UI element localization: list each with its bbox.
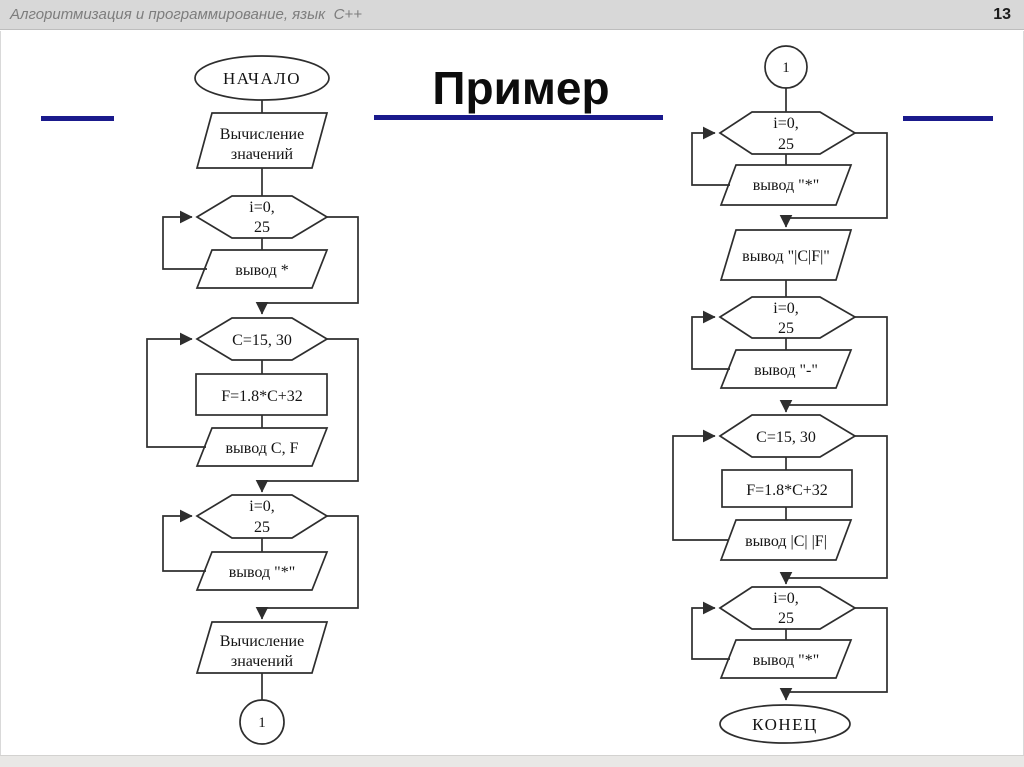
decorative-line-left xyxy=(41,116,114,121)
page-number: 13 xyxy=(993,5,1011,23)
r-loop3-label: C=15, 30 xyxy=(756,429,816,446)
r-io-output-table-header xyxy=(719,229,853,281)
r-loop4-label-line2: 25 xyxy=(778,610,794,627)
loop3-label-line2: 25 xyxy=(254,519,270,536)
r-output5-label: вывод "*" xyxy=(753,652,820,669)
loop2-label: C=15, 30 xyxy=(232,332,292,349)
loop2-exit-edge xyxy=(255,338,359,493)
r-loop3-back-edge xyxy=(672,429,728,541)
calc-top-line1: Вычисление xyxy=(220,126,304,143)
r-loop2-label-line2: 25 xyxy=(778,320,794,337)
r-output2-label: вывод "|C|F|" xyxy=(742,248,830,265)
output1-label: вывод * xyxy=(235,262,288,279)
io-calc-values-top xyxy=(195,112,329,169)
r-loop1-label-line2: 25 xyxy=(778,136,794,153)
io-calc-values-bottom xyxy=(195,621,329,674)
r-io-output-cf xyxy=(719,519,853,561)
decorative-line-right xyxy=(903,116,993,121)
process-formula-rect xyxy=(195,373,328,416)
r-output1-label: вывод "*" xyxy=(753,177,820,194)
r-loop4-back-edge xyxy=(691,601,730,660)
process-formula-label: F=1.8*C+32 xyxy=(221,388,303,405)
output2-label: вывод C, F xyxy=(226,440,299,457)
flowchart-left: НАЧАЛО Вычисление значений i=0, 25 вывод… xyxy=(146,55,359,745)
r-loop3-exit-edge xyxy=(779,435,888,585)
decorative-line-center xyxy=(374,115,663,120)
loop1-label-line1: i=0, xyxy=(249,199,274,216)
r-loop1-label-line1: i=0, xyxy=(773,115,798,132)
calc-bottom-line2: значений xyxy=(231,653,294,670)
r-loop1-back-edge xyxy=(691,126,730,186)
calc-bottom-line1: Вычисление xyxy=(220,633,304,650)
start-label: НАЧАЛО xyxy=(223,69,301,88)
r-loop4-label-line1: i=0, xyxy=(773,590,798,607)
loop2-back-edge xyxy=(146,332,206,448)
r-loop2-label-line1: i=0, xyxy=(773,300,798,317)
loop3-label-line1: i=0, xyxy=(249,498,274,515)
connector-label-right: 1 xyxy=(782,60,790,76)
loop3-exit-edge xyxy=(255,515,359,620)
loop1-exit-edge xyxy=(255,216,359,315)
r-loop4-exit-edge xyxy=(779,607,888,701)
slide-content: Пример xyxy=(0,31,1024,756)
r-loop1-exit-edge xyxy=(779,132,888,228)
slide-title: Пример xyxy=(432,62,610,114)
r-io-output-star2 xyxy=(719,639,853,679)
flowchart-right: 1 i=0, 25 вывод "*" вывод "|C|F|" i=0, 2… xyxy=(672,45,888,744)
io-output-star-quoted xyxy=(195,551,329,591)
footer-bar xyxy=(0,755,1024,767)
r-process-formula-label: F=1.8*C+32 xyxy=(746,482,828,499)
loop3-back-edge xyxy=(162,509,206,572)
loop1-label-line2: 25 xyxy=(254,219,270,236)
connector-circle-left xyxy=(239,699,285,745)
r-loop2-back-edge xyxy=(691,310,730,370)
r-output3-label: вывод "-" xyxy=(754,362,818,379)
header-title: Алгоритмизация и программирование, язык … xyxy=(10,6,362,23)
end-terminator xyxy=(719,704,851,744)
end-label: КОНЕЦ xyxy=(752,715,818,734)
r-io-output-dash xyxy=(719,349,853,389)
header-bar: Алгоритмизация и программирование, язык … xyxy=(0,0,1024,30)
r-loop2-exit-edge xyxy=(779,316,888,413)
output3-label: вывод "*" xyxy=(229,564,296,581)
r-process-formula-rect xyxy=(721,469,853,508)
calc-top-line2: значений xyxy=(231,146,294,163)
loop1-back-edge xyxy=(162,210,207,270)
io-output-star xyxy=(195,249,329,289)
io-output-cf xyxy=(195,427,329,467)
r-output4-label: вывод |C| |F| xyxy=(745,533,827,550)
r-io-output-star1 xyxy=(719,164,853,206)
connector-label-left: 1 xyxy=(258,715,266,731)
